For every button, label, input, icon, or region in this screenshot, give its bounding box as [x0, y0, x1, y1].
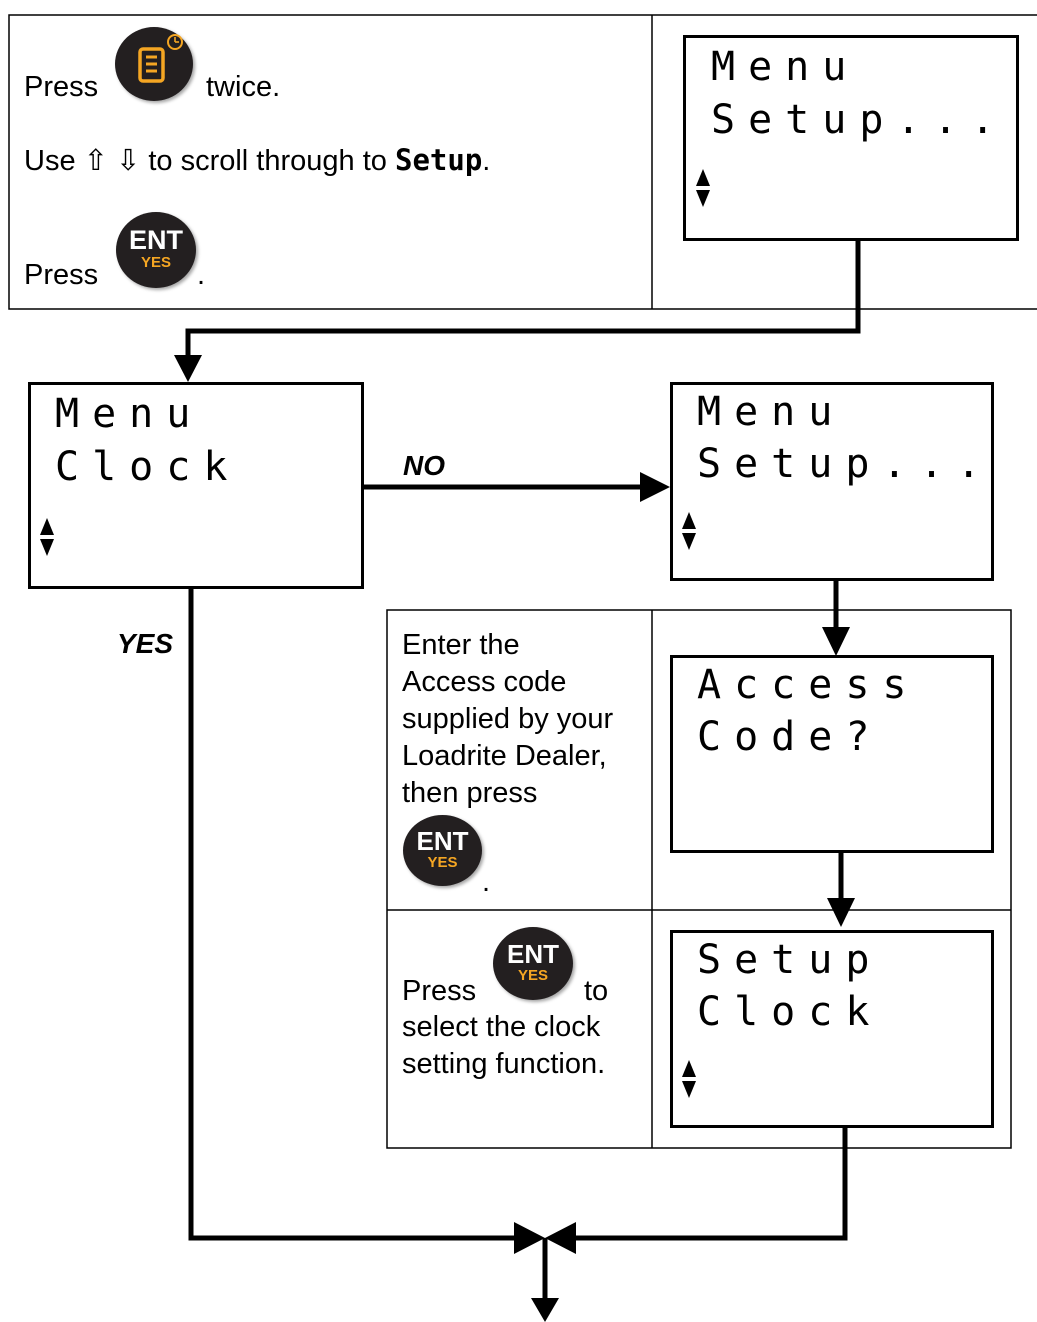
- yes-label: YES: [117, 628, 174, 659]
- arrowhead-no: [640, 472, 670, 502]
- lcd-setup-clock: Setup Clock: [670, 930, 994, 1128]
- connector-setup-clock-return: [570, 1127, 848, 1241]
- ent-yes-button-top[interactable]: ENT YES: [116, 212, 196, 288]
- lcd-line-1: Menu: [55, 391, 204, 437]
- lcd-line-1: Access: [697, 662, 920, 708]
- access-line-1: Enter the: [402, 629, 520, 661]
- lcd-line-2: Setup...: [697, 441, 994, 487]
- lcd-line-1: Menu: [711, 44, 860, 90]
- connector-top-to-menu-clock: [185, 236, 861, 360]
- step1-period: .: [197, 259, 206, 291]
- lcd-line-2: Code?: [697, 714, 883, 760]
- select-line-2: select the clock: [402, 1011, 601, 1043]
- access-period: .: [482, 866, 491, 898]
- ent-yes-button-select[interactable]: ENT YES: [493, 927, 573, 1000]
- select-line-3: setting function.: [402, 1048, 606, 1080]
- lcd-line-1: Menu: [697, 389, 846, 435]
- ent-label: ENT: [507, 939, 559, 969]
- lcd-line-1: Setup: [697, 937, 883, 983]
- select-to-label: to: [584, 975, 609, 1007]
- select-press-label: Press: [402, 975, 477, 1007]
- arrowhead-continue: [531, 1298, 559, 1322]
- step1-setup-keyword: Setup: [394, 143, 483, 177]
- top-instruction-table-border: [8, 14, 1037, 310]
- arrowhead-into-menu-clock: [174, 355, 202, 382]
- step1-press-enter-label: Press: [24, 259, 99, 291]
- arrowhead-setup-merge: [545, 1222, 576, 1254]
- yes-label: YES: [427, 854, 458, 871]
- middle-instruction-table-border: [386, 609, 1012, 1149]
- lcd-line-2: Setup...: [711, 97, 1008, 143]
- menu-clock-button[interactable]: [115, 27, 193, 101]
- ent-label: ENT: [129, 225, 183, 255]
- yes-label: YES: [140, 254, 171, 271]
- lcd-menu-clock: Menu Clock: [28, 382, 364, 589]
- arrowhead-into-access-code: [822, 627, 850, 656]
- access-line-2: Access code: [402, 666, 567, 698]
- step1-scroll-text: Use ⇧ ⇩ to scroll through to: [24, 145, 387, 177]
- no-label: NO: [403, 450, 445, 481]
- arrowhead-yes-merge: [514, 1222, 545, 1254]
- arrowhead-into-setup-clock: [827, 898, 855, 927]
- ent-label: ENT: [416, 826, 469, 856]
- lcd-menu-setup: Menu Setup...: [670, 382, 994, 581]
- access-line-3: supplied by your: [402, 703, 614, 735]
- lcd-access-code: Access Code?: [670, 655, 994, 853]
- yes-label: YES: [517, 967, 548, 984]
- menu-clock-button-icon: [138, 34, 183, 83]
- lcd-menu-setup-top: Menu Setup...: [683, 35, 1019, 241]
- connector-yes: [188, 588, 520, 1241]
- ent-yes-button-access[interactable]: ENT YES: [403, 815, 482, 886]
- lcd-line-2: Clock: [697, 989, 883, 1035]
- scroll-updown-icon: [696, 169, 710, 207]
- step1-scroll-period: .: [482, 145, 491, 177]
- scroll-updown-icon: [682, 1060, 696, 1098]
- step1-scroll-instruction: Use ⇧ ⇩ to scroll through to Setup.: [24, 142, 490, 180]
- scroll-updown-icon: [40, 518, 54, 556]
- access-line-5: then press: [402, 777, 538, 809]
- step1-press-label: Press: [24, 71, 99, 103]
- access-line-4: Loadrite Dealer,: [402, 740, 607, 772]
- scroll-updown-icon: [682, 512, 696, 550]
- lcd-line-2: Clock: [55, 444, 241, 490]
- access-instruction: Enter the Access code supplied by your L…: [402, 627, 613, 812]
- step1-twice-label: twice.: [206, 71, 281, 103]
